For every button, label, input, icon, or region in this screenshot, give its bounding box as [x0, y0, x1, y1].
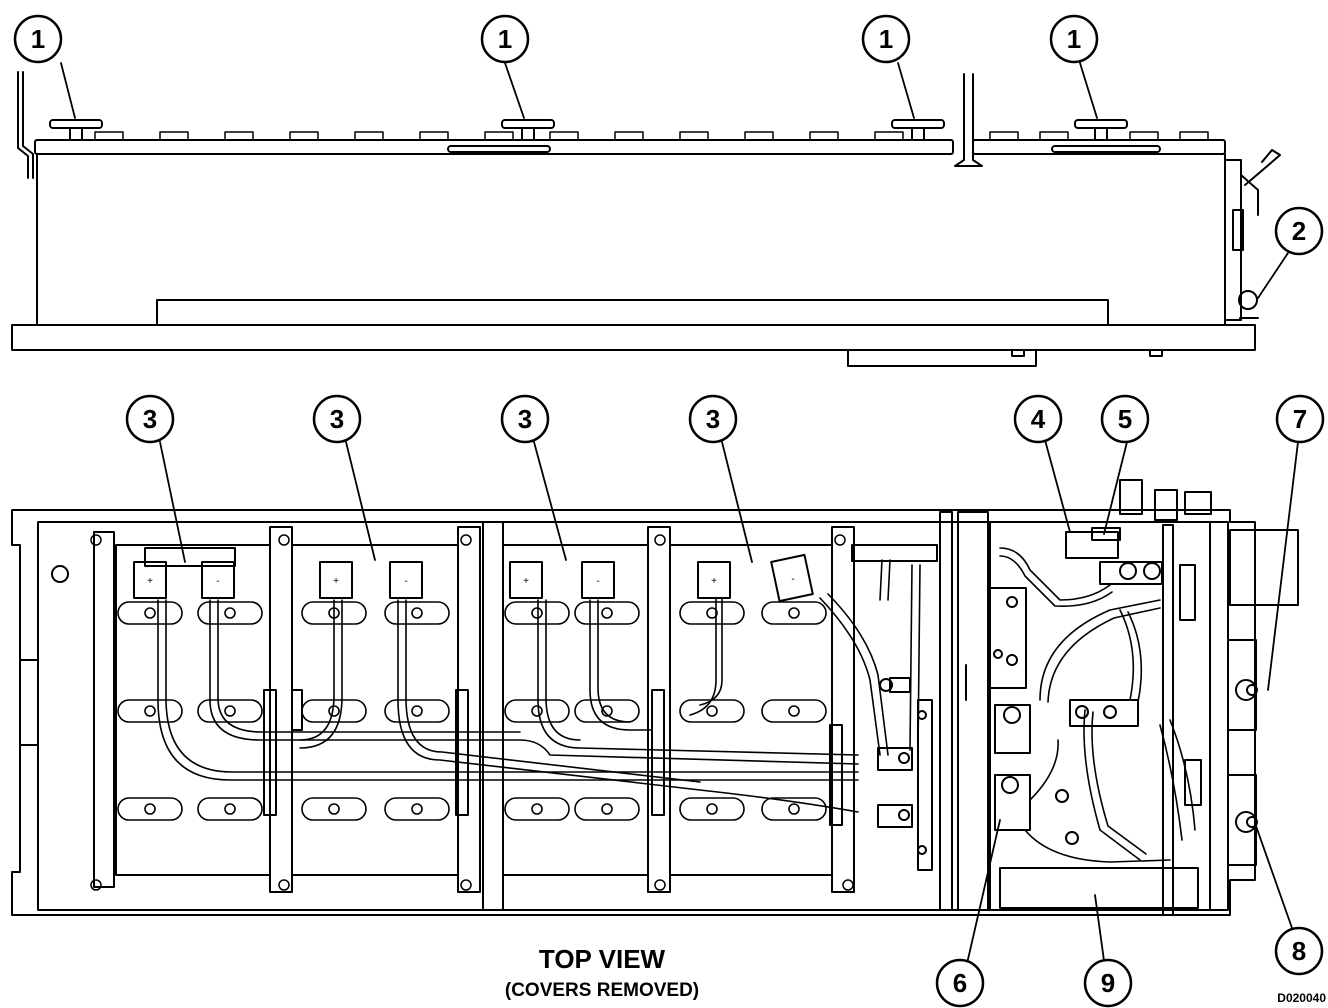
- terminal-negative-mark: -: [791, 574, 794, 585]
- battery-terminal: [133, 561, 167, 599]
- callout-1: 1: [13, 14, 63, 64]
- callout-3-label: 3: [143, 404, 157, 434]
- battery-terminal: [201, 561, 235, 599]
- cover-latch-knob: [49, 119, 103, 141]
- view-subtitle: (COVERS REMOVED): [504, 980, 700, 1001]
- callout-6-label: 6: [953, 968, 967, 998]
- callout-7: 7: [1275, 394, 1325, 444]
- battery-cell: [669, 544, 833, 876]
- callout-8: 8: [1274, 926, 1324, 976]
- battery-cell: [502, 544, 649, 876]
- battery-terminal: [389, 561, 423, 599]
- battery-terminal: [581, 561, 615, 599]
- callout-3-label: 3: [706, 404, 720, 434]
- cover-latch-knob: [1074, 119, 1128, 141]
- callout-1: 1: [480, 14, 530, 64]
- terminal-positive-mark: +: [333, 576, 339, 587]
- battery-cell: [115, 544, 271, 876]
- cover-latch-knob: [501, 119, 555, 141]
- callout-5: 5: [1100, 394, 1150, 444]
- cover-latch-knob: [891, 119, 945, 141]
- terminal-positive-mark: +: [711, 576, 717, 587]
- leader-lines: [60, 62, 1299, 969]
- top-view: [11, 479, 1299, 916]
- terminal-negative-mark: -: [216, 576, 219, 587]
- callout-3: 3: [312, 394, 362, 444]
- callout-6: 6: [935, 958, 985, 1008]
- callout-4: 4: [1013, 394, 1063, 444]
- callout-1: 1: [1049, 14, 1099, 64]
- terminal-negative-mark: -: [404, 576, 407, 587]
- callout-7-label: 7: [1293, 404, 1307, 434]
- battery-terminal: [319, 561, 353, 599]
- callout-3: 3: [500, 394, 550, 444]
- callout-4-label: 4: [1031, 404, 1046, 434]
- callout-3-label: 3: [518, 404, 532, 434]
- callout-3: 3: [125, 394, 175, 444]
- callout-1-label: 1: [879, 24, 893, 54]
- callout-9-label: 9: [1101, 968, 1115, 998]
- callout-1-label: 1: [1067, 24, 1081, 54]
- view-title: TOP VIEW: [538, 944, 666, 974]
- callout-9: 9: [1083, 958, 1133, 1008]
- callout-1-label: 1: [498, 24, 512, 54]
- battery-terminal: [509, 561, 543, 599]
- callout-8-label: 8: [1292, 936, 1306, 966]
- callout-5-label: 5: [1118, 404, 1132, 434]
- callout-1-label: 1: [31, 24, 45, 54]
- callout-3-label: 3: [330, 404, 344, 434]
- battery-terminal: [697, 561, 731, 599]
- terminal-positive-mark: +: [147, 576, 153, 587]
- callout-3: 3: [688, 394, 738, 444]
- terminal-negative-mark: -: [596, 576, 599, 587]
- battery-cell: [291, 544, 459, 876]
- callout-1: 1: [861, 14, 911, 64]
- callout-2: 2: [1274, 206, 1324, 256]
- terminal-positive-mark: +: [523, 576, 529, 587]
- callout-2-label: 2: [1292, 216, 1306, 246]
- drawing-number: D020040: [1277, 991, 1326, 1005]
- side-view: [11, 71, 1281, 367]
- battery-terminal: [770, 553, 814, 603]
